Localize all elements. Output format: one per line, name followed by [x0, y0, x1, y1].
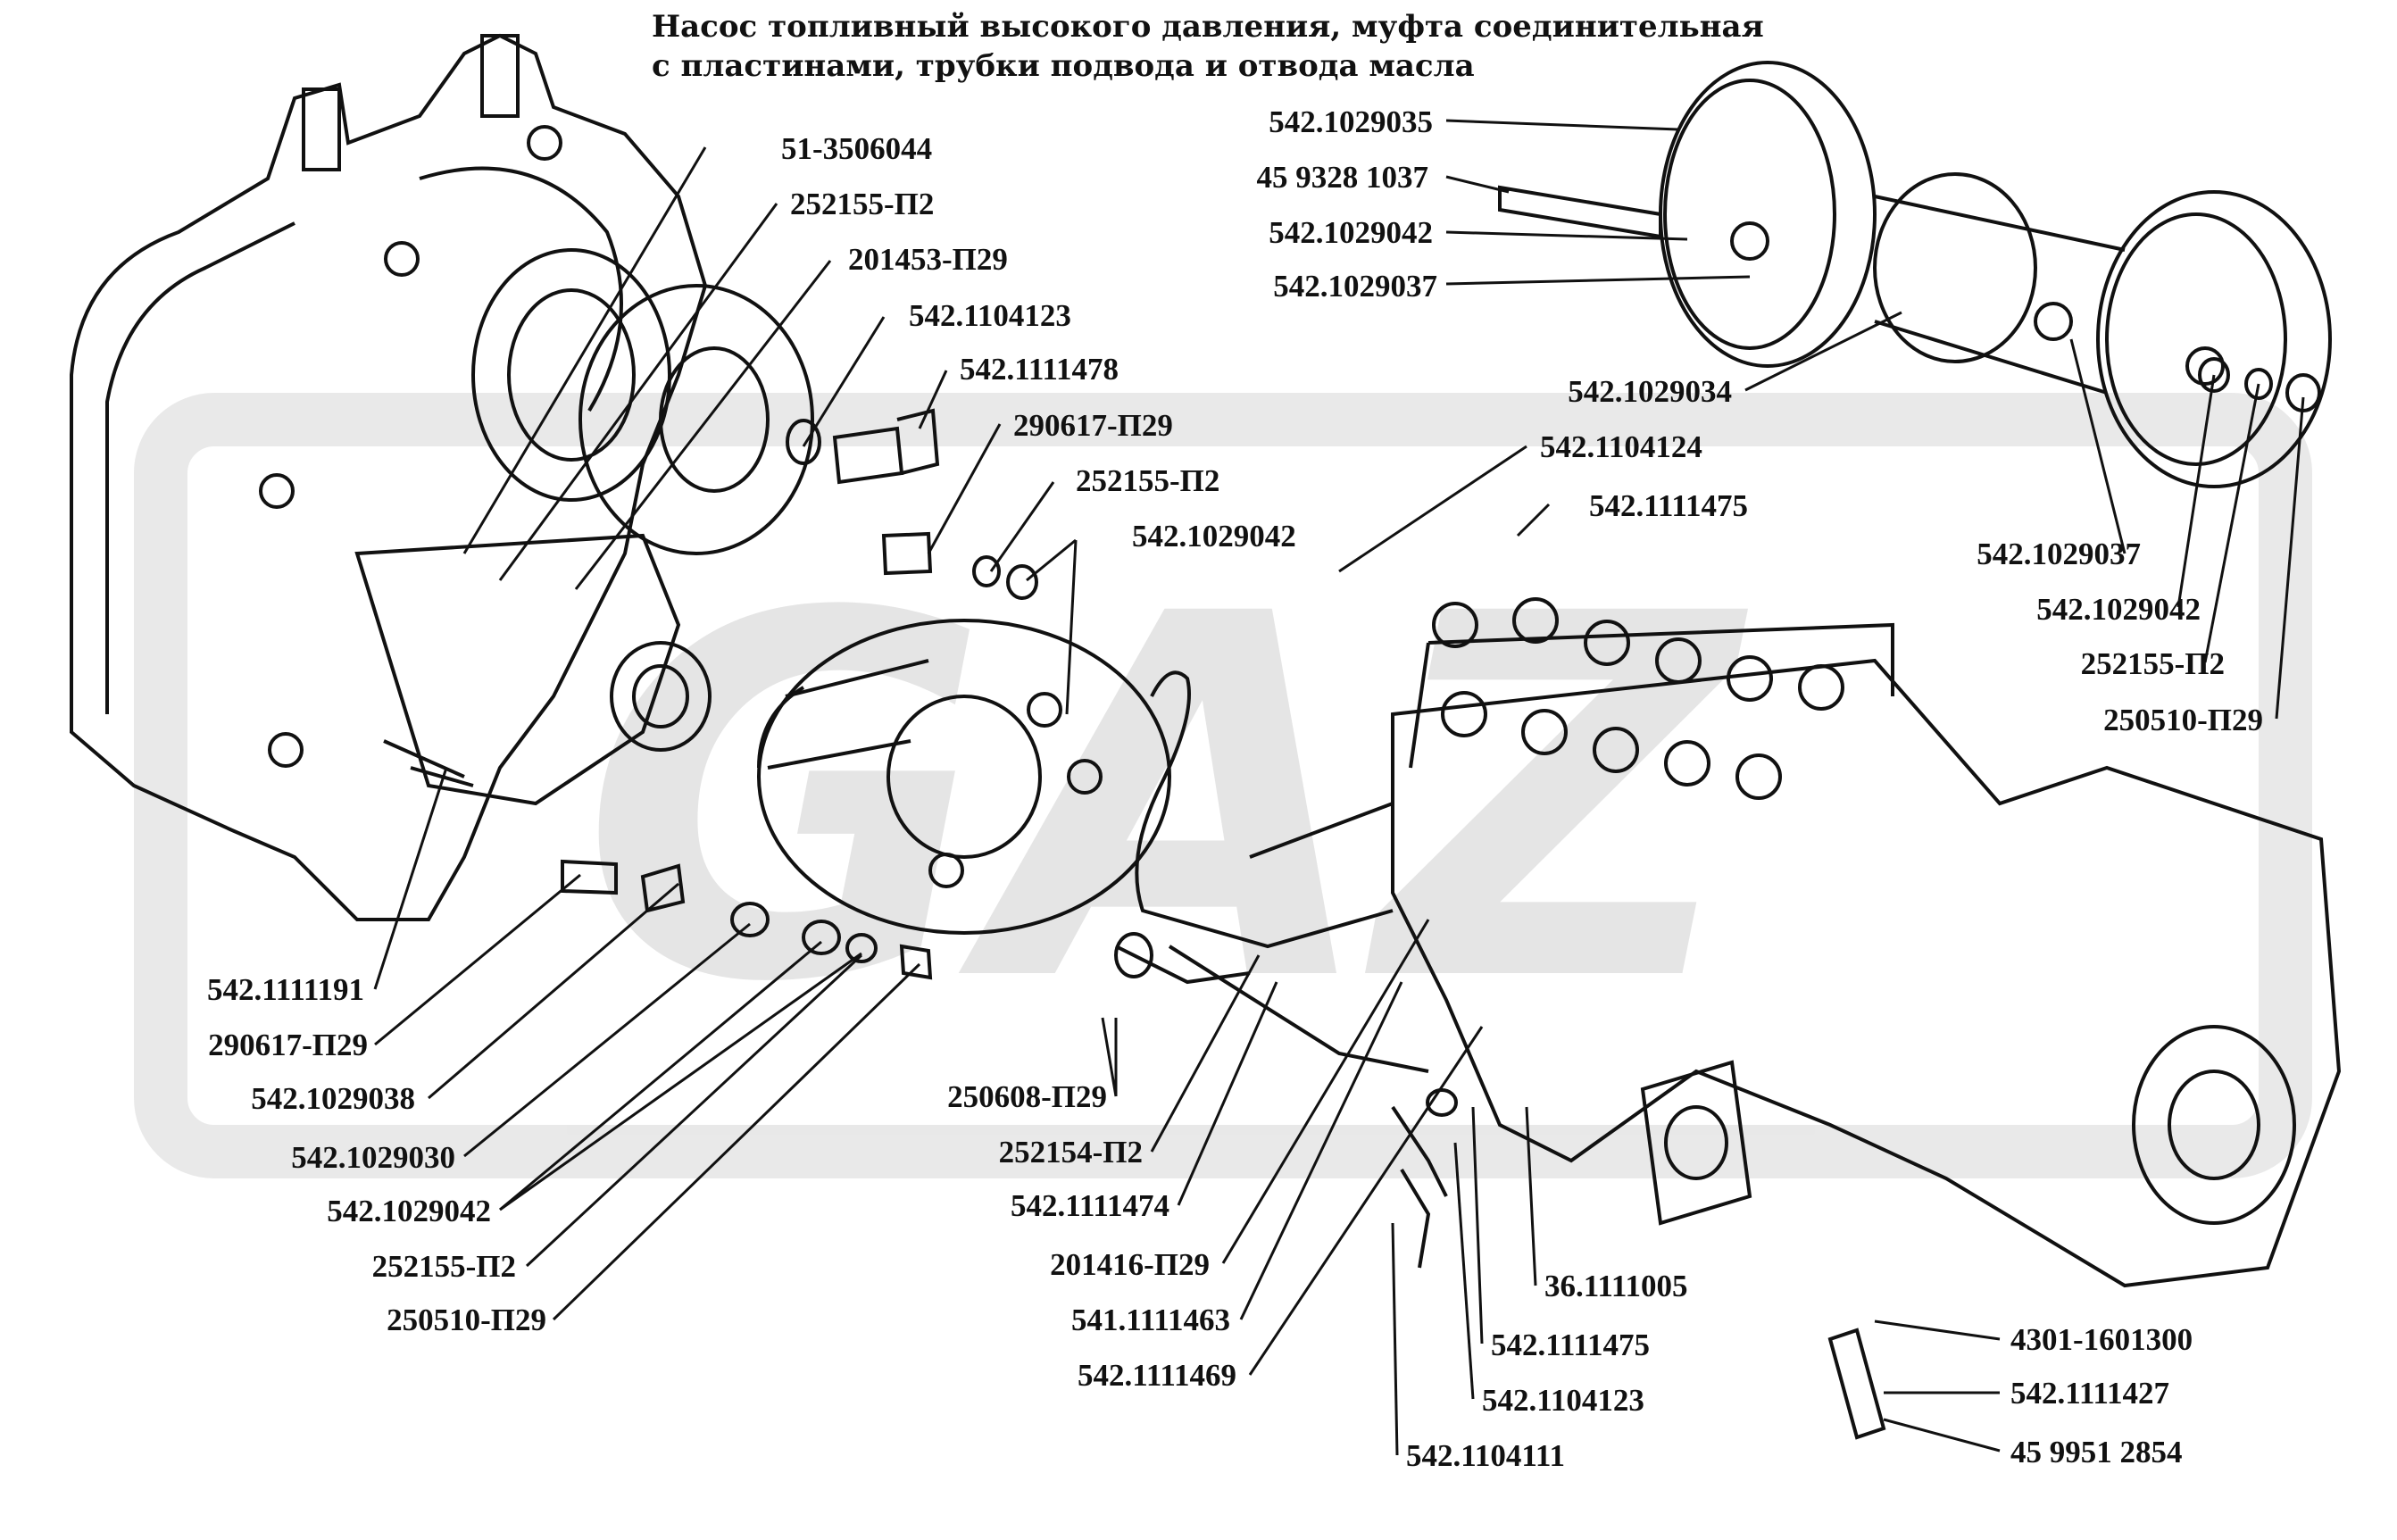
part-label: 36.1111005 — [1544, 1269, 1687, 1303]
title-line-2: с пластинами, трубки подвода и отвода ма… — [652, 48, 1475, 84]
part-label: 542.1029037 — [1977, 537, 2141, 571]
part-label: 45 9951 2854 — [2010, 1435, 2183, 1469]
fuel-pump-drawing — [1114, 597, 2342, 1440]
coupling-flange-drawing — [757, 619, 1171, 935]
part-label: 252155-П2 — [1076, 463, 1219, 498]
part-label: 542.1111478 — [960, 352, 1119, 387]
part-label: 252155-П2 — [790, 187, 934, 221]
coupling-assembly-drawing — [1498, 61, 2332, 488]
part-label: 290617-П29 — [208, 1028, 368, 1062]
part-label: 542.1029042 — [2036, 592, 2201, 627]
part-label: 542.1104123 — [1482, 1383, 1644, 1418]
small-parts-drawing — [561, 408, 1038, 980]
title-line-1: Насос топливный высокого давления, муфта… — [652, 9, 1764, 45]
part-label: 542.1029042 — [1132, 519, 1296, 554]
part-label: 252155-П2 — [2081, 646, 2225, 681]
engine-housing-drawing — [70, 33, 814, 921]
part-label: 4301-1601300 — [2010, 1322, 2193, 1357]
part-label: 201416-П29 — [1050, 1247, 1210, 1282]
part-label: 252154-П2 — [999, 1135, 1143, 1170]
leader-lines — [373, 119, 2305, 1456]
part-label: 290617-П29 — [1013, 408, 1173, 443]
part-number-labels: 51-3506044 252155-П2 201453-П29 542.1104… — [207, 104, 2263, 1473]
part-label: 51-3506044 — [781, 131, 932, 166]
part-label: 542.1029034 — [1568, 374, 1732, 409]
part-label: 542.1111475 — [1491, 1328, 1650, 1362]
part-label: 542.1029035 — [1269, 104, 1433, 139]
part-label: 201453-П29 — [848, 242, 1008, 277]
part-label: 250510-П29 — [387, 1303, 546, 1337]
part-label: 542.1111475 — [1589, 488, 1748, 523]
part-label: 542.1029030 — [291, 1140, 455, 1175]
part-label: 542.1104124 — [1540, 429, 1702, 464]
part-label: 542.1104111 — [1406, 1438, 1565, 1473]
part-label: 542.1029038 — [251, 1081, 415, 1116]
part-label: 542.1111474 — [1011, 1188, 1169, 1223]
part-label: 252155-П2 — [372, 1249, 516, 1284]
diagram-title: Насос топливный высокого давления, муфта… — [652, 7, 1764, 86]
part-label: 542.1111427 — [2010, 1376, 2169, 1411]
part-label: 542.1029042 — [327, 1194, 491, 1228]
part-label: 542.1111469 — [1078, 1358, 1236, 1393]
part-label: 45 9328 1037 — [1257, 160, 1429, 195]
part-label: 542.1029037 — [1273, 269, 1437, 304]
part-label: 250608-П29 — [947, 1079, 1107, 1114]
part-label: 542.1104123 — [909, 298, 1071, 333]
part-label: 542.1111191 — [207, 972, 364, 1007]
part-label: 250510-П29 — [2103, 703, 2263, 737]
part-label: 542.1029042 — [1269, 215, 1433, 250]
part-label: 541.1111463 — [1071, 1303, 1230, 1337]
